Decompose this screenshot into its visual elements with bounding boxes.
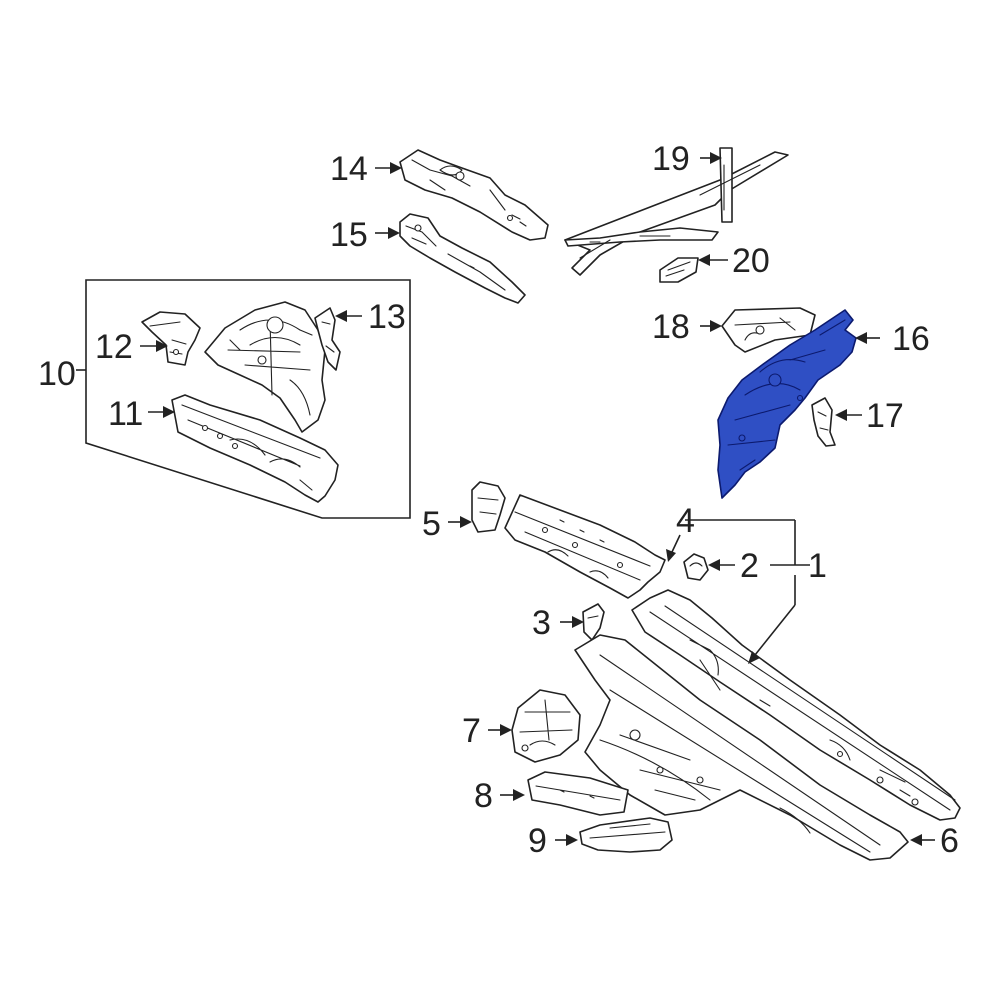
callout-11[interactable]: 11 <box>108 395 143 433</box>
callout-17[interactable]: 17 <box>866 397 904 435</box>
leader-lines <box>140 152 935 846</box>
callout-2[interactable]: 2 <box>740 547 759 585</box>
part-14[interactable] <box>399 149 549 241</box>
part-3[interactable] <box>582 603 605 641</box>
callout-8[interactable]: 8 <box>474 777 493 815</box>
callout-3[interactable]: 3 <box>532 604 551 642</box>
callout-10[interactable]: 10 <box>38 355 76 393</box>
callout-7[interactable]: 7 <box>462 712 481 750</box>
part-10-wheelhouse[interactable] <box>204 301 326 433</box>
callout-14[interactable]: 14 <box>330 150 368 188</box>
part-8[interactable] <box>527 771 629 816</box>
part-17[interactable] <box>811 397 836 447</box>
callout-1[interactable]: 1 <box>808 547 827 585</box>
part-6[interactable] <box>574 634 909 861</box>
part-4[interactable] <box>504 494 666 599</box>
callout-16[interactable]: 16 <box>892 320 930 358</box>
assembly-group-box <box>76 279 411 519</box>
callout-4[interactable]: 4 <box>676 502 695 540</box>
callout-15[interactable]: 15 <box>330 216 368 254</box>
callout-labels: 14 15 19 20 12 13 10 11 18 16 17 5 4 2 1… <box>38 140 959 860</box>
callout-12[interactable]: 12 <box>95 328 133 366</box>
part-5[interactable] <box>471 481 506 533</box>
part-7[interactable] <box>511 689 581 763</box>
callout-6[interactable]: 6 <box>940 822 959 860</box>
part-12[interactable] <box>141 311 201 366</box>
part-9[interactable] <box>579 817 673 853</box>
callout-13[interactable]: 13 <box>368 298 406 336</box>
part-13[interactable] <box>314 307 341 371</box>
callout-18[interactable]: 18 <box>652 308 690 346</box>
part-1[interactable] <box>631 589 961 821</box>
part-19[interactable] <box>564 147 789 276</box>
part-15[interactable] <box>399 213 526 304</box>
callout-19[interactable]: 19 <box>652 140 690 178</box>
part-11[interactable] <box>171 394 339 503</box>
callout-5[interactable]: 5 <box>422 505 441 543</box>
part-2[interactable] <box>683 553 709 581</box>
part-20[interactable] <box>659 257 699 283</box>
part-16-highlighted[interactable] <box>717 309 857 499</box>
callout-9[interactable]: 9 <box>528 822 547 860</box>
callout-20[interactable]: 20 <box>732 242 770 280</box>
